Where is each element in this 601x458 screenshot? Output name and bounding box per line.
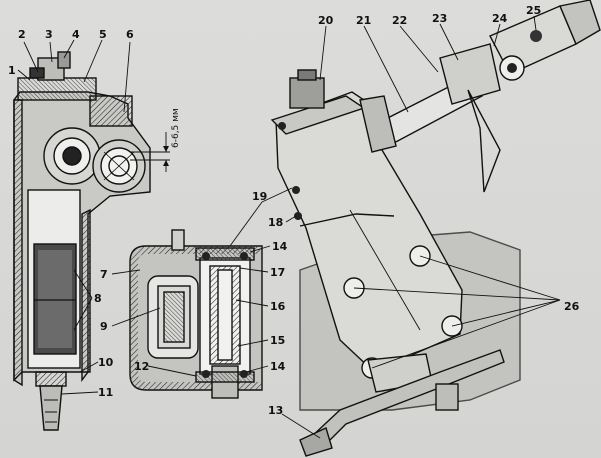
callout-13: 13 — [268, 404, 283, 417]
leader-lines — [17, 15, 561, 439]
callout-15: 15 — [270, 334, 285, 347]
callout-16: 16 — [270, 300, 286, 313]
callout-14-upper: 14 — [272, 240, 288, 253]
callout-14-lower: 14 — [270, 360, 286, 373]
callout-19: 19 — [252, 190, 267, 203]
center-section-view — [129, 229, 263, 399]
callout-6: 6 — [126, 28, 134, 41]
callout-8: 8 — [94, 292, 102, 305]
callout-26: 26 — [564, 300, 580, 313]
callout-9: 9 — [100, 320, 108, 333]
callout-3: 3 — [45, 28, 53, 41]
callout-18: 18 — [268, 216, 283, 229]
dimension-label: 6-6,5 мм — [171, 108, 181, 148]
callout-17: 17 — [270, 266, 285, 279]
callout-4: 4 — [72, 28, 80, 41]
callout-24: 24 — [492, 12, 508, 25]
callout-20: 20 — [318, 14, 334, 27]
callout-2: 2 — [18, 28, 26, 41]
callout-23: 23 — [432, 12, 447, 25]
callout-21: 21 — [356, 14, 371, 27]
callout-22: 22 — [392, 14, 407, 27]
callout-12: 12 — [134, 360, 149, 373]
callout-7: 7 — [100, 268, 108, 281]
callout-labels: 1 2 3 4 5 6 7 8 9 10 11 12 13 14 14 15 1… — [8, 4, 580, 417]
callout-5: 5 — [99, 28, 107, 41]
left-section-view — [13, 51, 170, 431]
callout-10: 10 — [98, 356, 114, 369]
callout-25: 25 — [526, 4, 541, 17]
right-installed-view — [270, 0, 601, 457]
callout-11: 11 — [98, 386, 113, 399]
callout-1: 1 — [8, 64, 16, 77]
